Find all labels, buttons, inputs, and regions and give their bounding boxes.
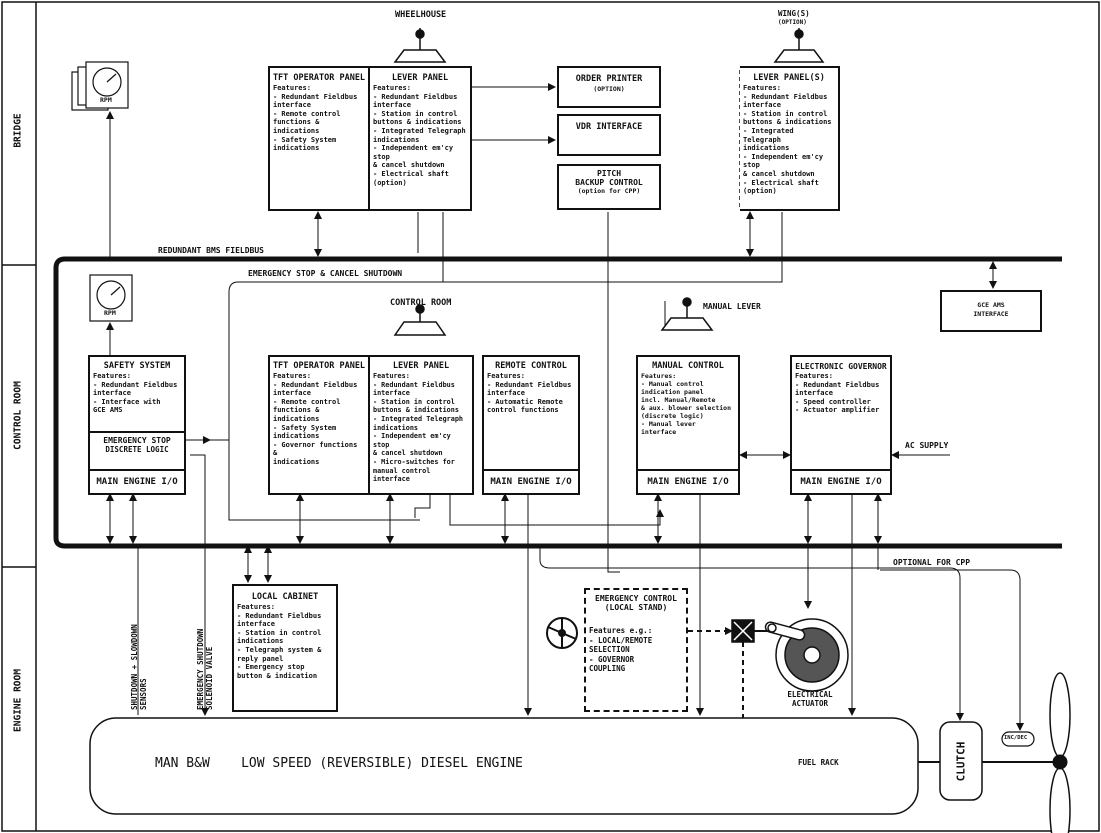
rpm-label-control: RPM [104, 309, 116, 317]
bridge-lever-title: LEVER PANEL [391, 73, 449, 83]
inc-dec-label: INC/DEC [1004, 735, 1028, 741]
control-tft-operator-panel: TFT OPERATOR PANEL Features: - Redundant… [268, 355, 370, 495]
bridge-lever-features: Features: - Redundant Fieldbus interface… [373, 84, 466, 187]
lever-icon-wheelhouse [393, 28, 447, 63]
emergency-control-features: Features e.g.: - LOCAL/REMOTE SELECTION … [589, 626, 653, 673]
order-printer-sub: (OPTION) [593, 85, 625, 93]
solenoid-label: EMERGENCY SHUTDOWN SOLENOID VALVE [196, 628, 214, 710]
electronic-governor: ELECTRONIC GOVERNOR Features: - Redundan… [790, 355, 892, 495]
pitch-backup-control: PITCH BACKUP CONTROL (option for CPP) [557, 164, 661, 210]
wing-lever-title: LEVER PANEL(S) [753, 73, 825, 83]
manual-lever-label: MANUAL LEVER [703, 302, 761, 311]
lever-icon-wing [773, 28, 825, 63]
shaft-and-propeller [918, 672, 1071, 833]
bridge-tft-title: TFT OPERATOR PANEL [272, 73, 366, 83]
engine-links [244, 545, 1024, 731]
remote-io: MAIN ENGINE I/O [484, 469, 578, 493]
control-bus-links [106, 261, 997, 716]
emergency-control-local-stand: EMERGENCY CONTROL (LOCAL STAND) Features… [584, 588, 688, 712]
gce-title: GCE AMS [977, 301, 1005, 309]
optional-cpp-label: OPTIONAL FOR CPP [893, 558, 971, 567]
safety-io: MAIN ENGINE I/O [90, 469, 184, 493]
manual-io: MAIN ENGINE I/O [638, 469, 738, 493]
estop-section: EMERGENCY STOP DISCRETE LOGIC [90, 431, 184, 454]
sensors-label: SHUTDOWN + SLOWDOWN SENSORS [130, 624, 148, 710]
wings-option-label: (OPTION) [778, 19, 807, 26]
rpm-gauge-control [89, 274, 133, 322]
control-tft-title: TFT OPERATOR PANEL [272, 361, 366, 371]
local-cabinet-title: LOCAL CABINET [251, 592, 319, 602]
control-room-label: CONTROL ROOM [390, 298, 452, 308]
bridge-tft-features: Features: - Redundant Fieldbus interface… [273, 84, 358, 153]
governor-io: MAIN ENGINE I/O [792, 469, 890, 493]
safety-title: SAFETY SYSTEM [103, 361, 171, 371]
remote-control: REMOTE CONTROL Features: - Redundant Fie… [482, 355, 580, 495]
safety-system: SAFETY SYSTEM Features: - Redundant Fiel… [88, 355, 186, 495]
steering-wheel-icon [546, 617, 578, 649]
engine-body [89, 717, 919, 815]
vdr-interface: VDR INTERFACE [557, 114, 661, 156]
remote-title: REMOTE CONTROL [495, 361, 567, 371]
control-lever-features: Features: - Redundant Fieldbus interface… [373, 372, 464, 484]
engine-label: MAN B&W LOW SPEED (REVERSIBLE) DIESEL EN… [155, 756, 523, 771]
redundant-bus-label: REDUNDANT BMS FIELDBUS [158, 246, 264, 255]
clutch-label: CLUTCH [954, 741, 968, 781]
wings-label: WING(S) [778, 9, 810, 18]
manual-control: MANUAL CONTROL Features: - Manual contro… [636, 355, 740, 495]
redundant-bus [53, 256, 1062, 549]
order-printer: ORDER PRINTER (OPTION) [557, 66, 661, 108]
zone-label-control-room: CONTROL ROOM [12, 381, 24, 450]
ac-supply-label: AC SUPPLY [905, 441, 949, 450]
manual-features: Features: - Manual control indication pa… [641, 372, 732, 436]
control-tft-features: Features: - Redundant Fieldbus interface… [273, 372, 358, 466]
emergency-stop-line [210, 212, 783, 521]
bridge-tft-operator-panel: TFT OPERATOR PANEL Features: - Redundant… [268, 66, 370, 211]
clutch: CLUTCH [940, 722, 982, 800]
local-cabinet-features: Features: - Redundant Fieldbus interface… [237, 603, 322, 680]
bridge-lever-panel: LEVER PANEL Features: - Redundant Fieldb… [368, 66, 472, 211]
control-lever-panel: LEVER PANEL Features: - Redundant Fieldb… [368, 355, 474, 495]
zone-label-bridge: BRIDGE [12, 113, 24, 148]
actuator-icon [764, 618, 849, 692]
lever-icon-manual [660, 297, 714, 331]
local-cabinet: LOCAL CABINET Features: - Redundant Fiel… [232, 584, 338, 712]
control-lever-title: LEVER PANEL [392, 361, 450, 371]
wing-lever-panels: LEVER PANEL(S) Features: - Redundant Fie… [740, 66, 840, 211]
rpm-label-bridge: RPM [100, 96, 112, 104]
gce-sub: INTERFACE [973, 310, 1009, 318]
electrical-actuator-label: ELECTRICAL ACTUATOR [787, 690, 833, 708]
gce-ams-interface: GCE AMS INTERFACE [940, 290, 1042, 332]
safety-features: Features: - Redundant Fieldbus interface… [93, 372, 178, 415]
emergency-control-title: EMERGENCY CONTROL (LOCAL STAND) [595, 594, 677, 612]
governor-title: ELECTRONIC GOVERNOR [795, 362, 887, 371]
estop-sub: DISCRETE LOGIC [105, 445, 169, 454]
wheelhouse-label: WHEELHOUSE [395, 10, 447, 20]
emergency-line-label: EMERGENCY STOP & CANCEL SHUTDOWN [248, 269, 403, 278]
wing-lever-features: Features: - Redundant Fieldbus interface… [743, 84, 832, 196]
order-printer-title: ORDER PRINTER [575, 74, 643, 84]
pitch-title: PITCH BACKUP CONTROL [575, 169, 643, 187]
fuel-rack-label: FUEL RACK [798, 758, 839, 767]
lever-icon-control-room [393, 304, 447, 336]
vdr-title: VDR INTERFACE [575, 122, 643, 132]
bridge-connections [106, 83, 754, 573]
governor-features: Features: - Redundant Fieldbus interface… [795, 372, 880, 415]
estop-title: EMERGENCY STOP [103, 436, 171, 445]
remote-features: Features: - Redundant Fieldbus interface… [487, 372, 572, 415]
coupling-icon [731, 619, 755, 643]
manual-title: MANUAL CONTROL [652, 361, 724, 371]
pitch-sub: (option for CPP) [577, 187, 641, 195]
zone-label-engine-room: ENGINE ROOM [12, 669, 24, 732]
rpm-gauge-bridge [71, 61, 129, 111]
